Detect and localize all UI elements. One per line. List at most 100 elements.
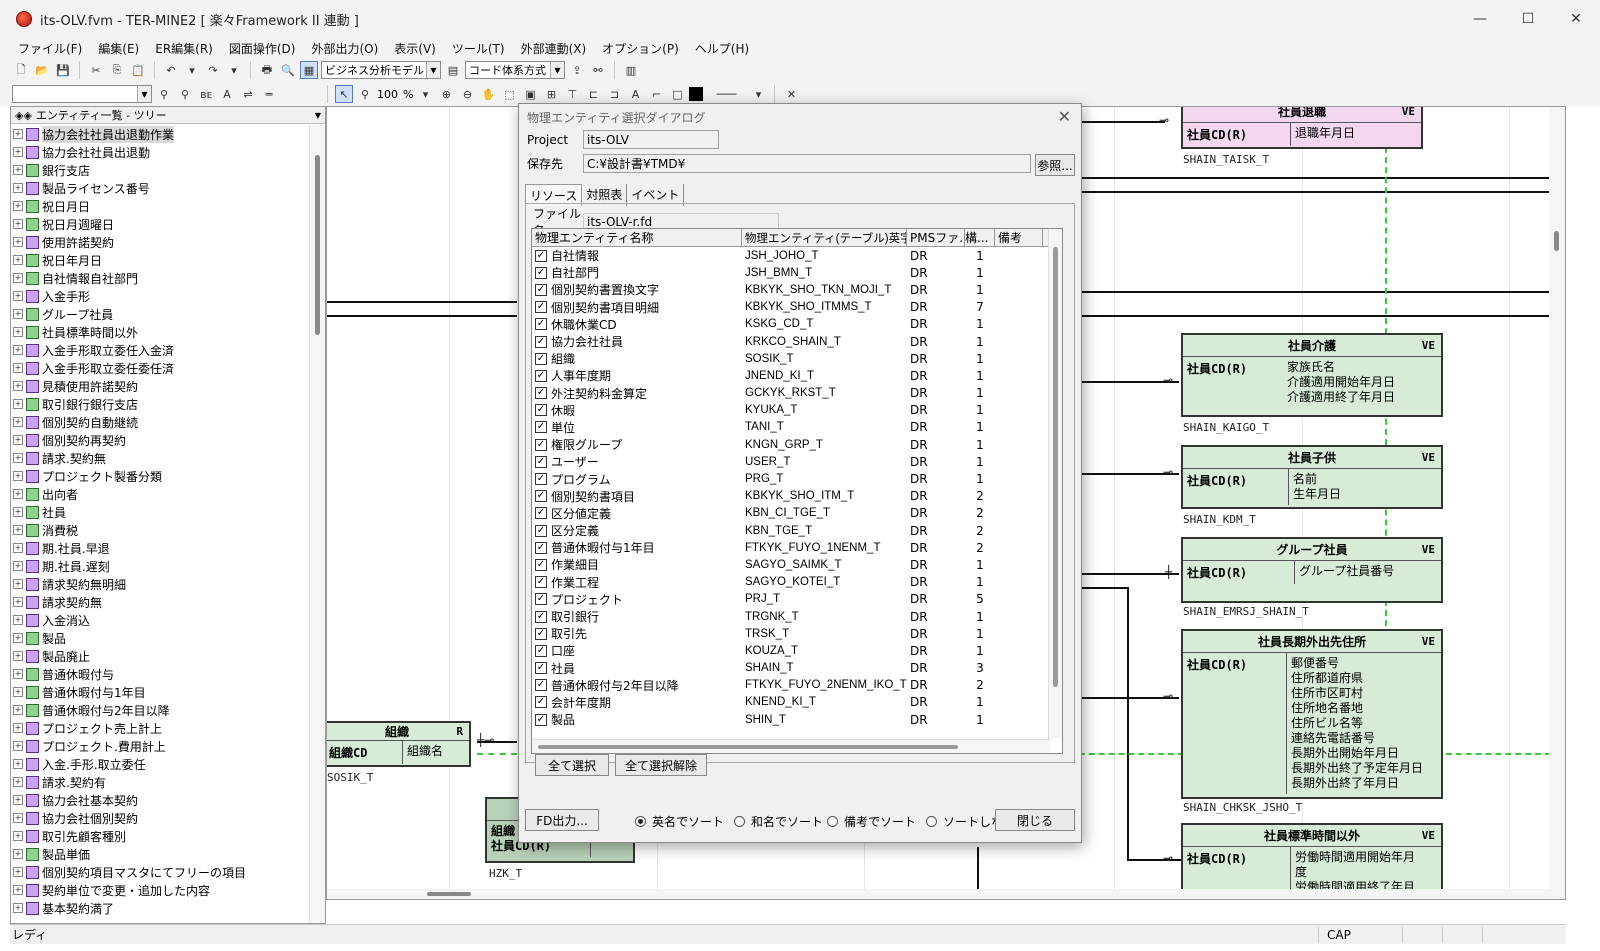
row-checkbox[interactable]: ✓	[535, 558, 547, 571]
tree-item[interactable]: +入金手形取立委任入金済	[11, 341, 309, 359]
expand-icon[interactable]: +	[13, 831, 23, 841]
tree-scrollbar[interactable]	[309, 125, 325, 923]
zoom-in-icon[interactable]: ⊕	[441, 87, 452, 101]
tree-item[interactable]: +消費税	[11, 521, 309, 539]
row-checkbox[interactable]: ✓	[535, 644, 547, 657]
tree-item[interactable]: +社員標準時間以外	[11, 323, 309, 341]
expand-icon[interactable]: +	[13, 363, 23, 373]
expand-icon[interactable]: +	[13, 129, 23, 139]
tree-scroll-thumb[interactable]	[315, 155, 320, 335]
expand-icon[interactable]: +	[13, 255, 23, 265]
expand-icon[interactable]: +	[13, 669, 23, 679]
expand-icon[interactable]: +	[13, 417, 23, 427]
tree-item[interactable]: +祝日月日	[11, 197, 309, 215]
col-count[interactable]: 構...	[965, 229, 995, 246]
sort-remarks-radio[interactable]	[827, 816, 839, 827]
expand-icon[interactable]: +	[13, 147, 23, 157]
menu-edit[interactable]: 編集(E)	[98, 41, 140, 56]
expand-icon[interactable]: +	[13, 525, 23, 535]
row-checkbox[interactable]: ✓	[535, 438, 547, 451]
entity-shain-emrsj[interactable]: グループ社員 VE 社員CD(R) グループ社員番号	[1181, 537, 1443, 603]
tree-item[interactable]: +期.社員.早退	[11, 539, 309, 557]
layout-icon[interactable]: ▥	[625, 63, 637, 77]
zoom-icon[interactable]: ⚲	[360, 87, 370, 101]
expand-icon[interactable]: +	[13, 309, 23, 319]
row-checkbox[interactable]: ✓	[535, 524, 547, 537]
tree-item[interactable]: +出向者	[11, 485, 309, 503]
expand-icon[interactable]: +	[13, 435, 23, 445]
tree-item[interactable]: +製品ライセンス番号	[11, 179, 309, 197]
tree-item[interactable]: +普通休暇付与1年目	[11, 683, 309, 701]
row-checkbox[interactable]: ✓	[535, 576, 547, 589]
menu-er-edit[interactable]: ER編集(R)	[155, 41, 213, 56]
relation-add-icon[interactable]: ⊞	[546, 87, 557, 101]
tree-item[interactable]: +グループ社員	[11, 305, 309, 323]
open-folder-icon[interactable]: 📂	[35, 63, 49, 77]
line-style-dropdown-icon[interactable]: ▾	[755, 87, 762, 101]
row-checkbox[interactable]: ✓	[535, 662, 547, 675]
row-checkbox[interactable]: ✓	[535, 627, 547, 640]
tree-item[interactable]: +プロジェクト売上計上	[11, 719, 309, 737]
row-checkbox[interactable]: ✓	[535, 593, 547, 606]
grid-horizontal-scrollbar[interactable]	[532, 739, 1050, 753]
hand-pan-icon[interactable]: ✋	[481, 87, 496, 101]
tree-item[interactable]: +基本契約満了	[11, 899, 309, 917]
tree-item[interactable]: +見積使用許諾契約	[11, 377, 309, 395]
redo-icon[interactable]: ↷	[208, 63, 218, 77]
menu-external[interactable]: 外部連動(X)	[520, 41, 587, 56]
zoom-dropdown-icon[interactable]: ▾	[422, 87, 429, 101]
deselect-all-button[interactable]: 全て選択解除	[615, 754, 707, 776]
tree-item[interactable]: +製品単価	[11, 845, 309, 863]
row-checkbox[interactable]: ✓	[535, 369, 547, 382]
tree-item[interactable]: +製品	[11, 629, 309, 647]
row-checkbox[interactable]: ✓	[535, 473, 547, 486]
entity-sosik[interactable]: 組織 R 組織CD 組織名	[327, 721, 471, 767]
canvas-hscroll-thumb[interactable]	[427, 892, 471, 896]
zoom-out-icon[interactable]: ⊖	[462, 87, 473, 101]
expand-icon[interactable]: +	[13, 471, 23, 481]
tree-item[interactable]: +入金.手形.取立委任	[11, 755, 309, 773]
expand-icon[interactable]: +	[13, 903, 23, 913]
expand-icon[interactable]: +	[13, 381, 23, 391]
row-checkbox[interactable]: ✓	[535, 421, 547, 434]
expand-icon[interactable]: +	[13, 561, 23, 571]
tree-item[interactable]: +自社情報自社部門	[11, 269, 309, 287]
expand-icon[interactable]: +	[13, 327, 23, 337]
select-pointer-icon[interactable]: ↖	[335, 85, 353, 103]
expand-icon[interactable]: +	[13, 867, 23, 877]
print-preview-icon[interactable]: 🔍	[281, 63, 295, 77]
tree-item[interactable]: +プロジェクト.費用計上	[11, 737, 309, 755]
entity-search-icon[interactable]: ⚲	[159, 87, 169, 101]
row-checkbox[interactable]: ✓	[535, 352, 547, 365]
tree-item[interactable]: +銀行支店	[11, 161, 309, 179]
tree-item[interactable]: +入金手形取立委任委任済	[11, 359, 309, 377]
tree-item[interactable]: +普通休暇付与	[11, 665, 309, 683]
tree-item[interactable]: +普通休暇付与2年目以降	[11, 701, 309, 719]
canvas-vertical-scrollbar[interactable]	[1549, 107, 1565, 899]
row-checkbox[interactable]: ✓	[535, 713, 547, 726]
tab-mapping[interactable]: 対照表	[582, 184, 628, 206]
menu-view[interactable]: 表示(V)	[394, 41, 436, 56]
delete-icon[interactable]: ✕	[786, 87, 797, 101]
col-pms-file[interactable]: PMSファ...	[907, 229, 965, 246]
row-checkbox[interactable]: ✓	[535, 490, 547, 503]
expand-icon[interactable]: +	[13, 759, 23, 769]
expand-icon[interactable]: +	[13, 633, 23, 643]
tree-item[interactable]: +入金消込	[11, 611, 309, 629]
